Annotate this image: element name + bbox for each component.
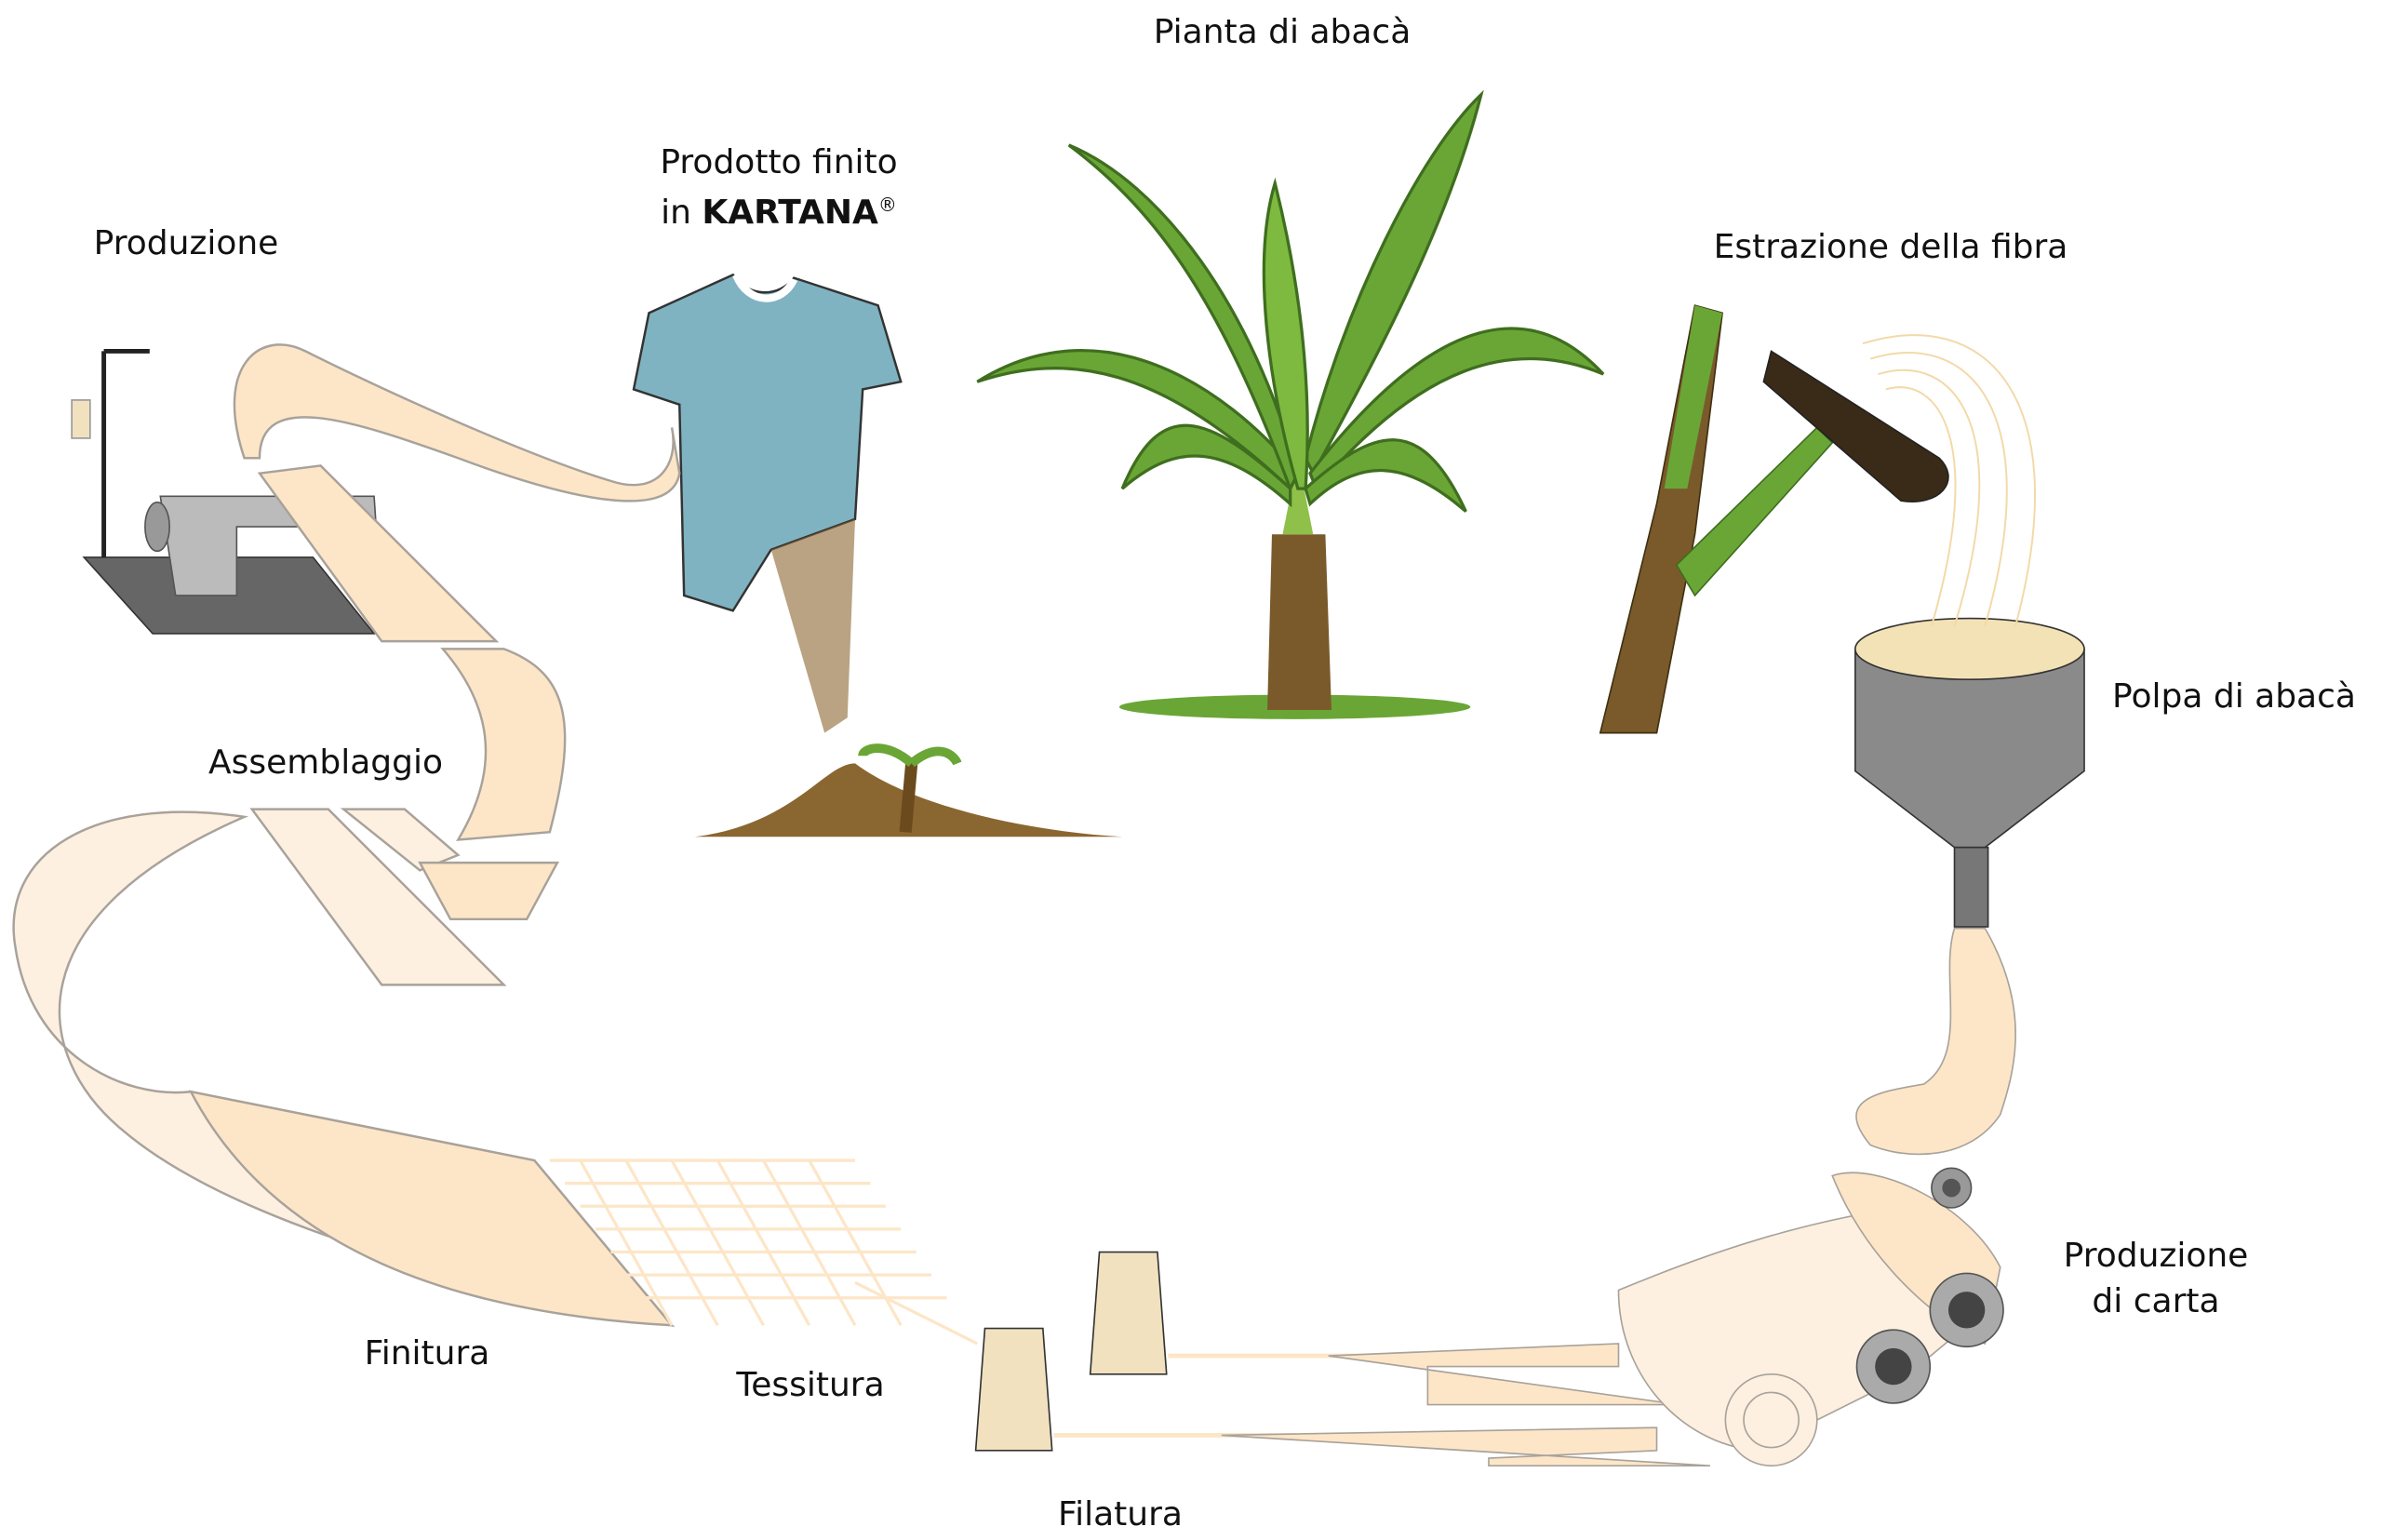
fiber-extraction-illustration — [1599, 304, 1949, 734]
label-finished-brand: KARTANA — [702, 194, 878, 232]
paper-machine-illustration — [1617, 927, 2016, 1467]
label-paper-line1: Produzione — [2063, 1237, 2249, 1275]
paper-ribbon — [12, 343, 681, 1328]
label-paper-line2: di carta — [2092, 1281, 2220, 1320]
label-paper-production: Produzione di carta — [2064, 1234, 2249, 1324]
abaca-plant-illustration — [976, 89, 1605, 719]
tshirt-illustration — [632, 273, 1123, 837]
label-fiber-extraction: Estrazione della fibra — [1713, 228, 2068, 266]
pulp-funnel-illustration — [1854, 334, 2085, 928]
label-plant: Pianta di abacà — [1153, 13, 1412, 51]
label-finished-reg: ® — [877, 194, 897, 216]
label-spinning: Filatura — [1058, 1495, 1183, 1533]
yarn-spools — [974, 1251, 1710, 1467]
label-pulp: Polpa di abacà — [2112, 677, 2356, 716]
label-weaving: Tessitura — [736, 1366, 885, 1404]
weave-grid — [549, 1158, 978, 1346]
label-assembly: Assemblaggio — [208, 743, 443, 782]
label-production: Produzione — [93, 224, 279, 262]
label-finished-line2: in KARTANA® — [660, 188, 897, 238]
label-finishing: Finitura — [364, 1334, 490, 1373]
label-finished-product: Prodotto finito in KARTANA® — [660, 138, 897, 238]
label-finished-prefix: in — [661, 194, 691, 232]
label-finished-line1: Prodotto finito — [660, 143, 898, 181]
